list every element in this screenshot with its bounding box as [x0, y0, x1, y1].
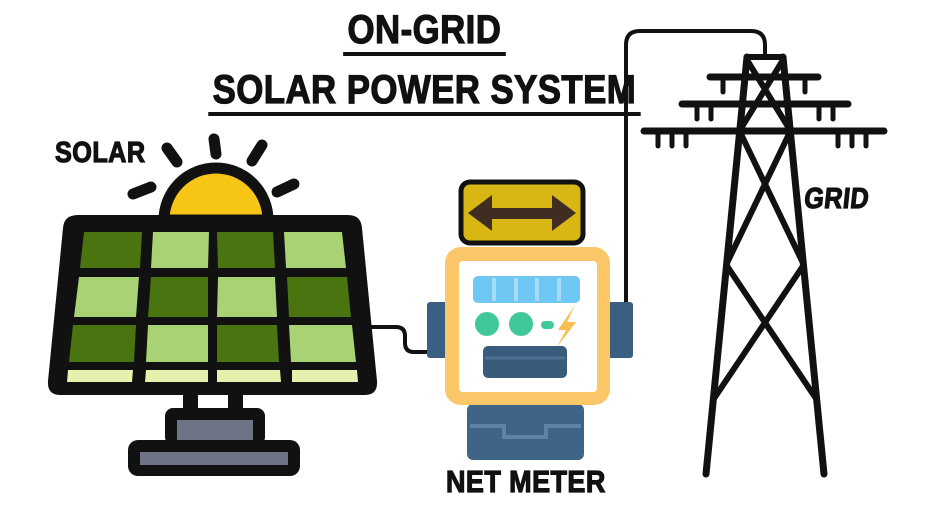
panel-cell	[284, 232, 346, 268]
bidirectional-arrow-sign	[458, 179, 586, 246]
diagram-title: ON-GRID SOLAR POWER SYSTEM	[0, 0, 848, 116]
meter-base-block	[467, 404, 584, 460]
sun-icon	[127, 133, 300, 226]
panel-cell	[289, 325, 356, 362]
meter-indicator-dot	[475, 312, 499, 336]
stand-base-fill	[140, 452, 288, 465]
title-line-2: SOLAR POWER SYSTEM	[207, 69, 641, 116]
panel-cell	[74, 277, 139, 317]
meter-display-bar	[473, 276, 580, 303]
meter-dash	[541, 321, 554, 329]
title-line-1: ON-GRID	[342, 9, 506, 56]
bidirectional-arrow-icon	[468, 195, 576, 231]
wire-solar-to-meter	[366, 325, 437, 354]
meter-display-dividers	[492, 278, 561, 301]
panel-cell	[148, 277, 208, 317]
meter-readout-panel	[483, 346, 567, 378]
solar-panel-icon	[47, 215, 378, 395]
meter-base-notch	[470, 424, 581, 439]
wire-meter-to-grid	[624, 29, 767, 315]
panel-cell	[80, 232, 142, 268]
panel-cell	[217, 277, 277, 317]
transmission-tower-icon	[640, 53, 888, 478]
panel-cell	[151, 232, 209, 268]
sun-rays	[127, 133, 300, 200]
tower-braces	[710, 57, 820, 403]
panel-stand	[128, 393, 300, 476]
panel-cell	[217, 370, 281, 382]
meter-indicator-dot	[509, 312, 533, 336]
insulator-ticks	[655, 77, 869, 149]
meter-tab-right	[607, 302, 633, 358]
tower-crossarms	[640, 73, 888, 135]
panel-cell	[145, 370, 208, 382]
stand-platform-fill	[177, 420, 253, 442]
panel-cell	[217, 232, 275, 268]
lightning-bolt-icon	[557, 305, 576, 347]
panel-cell	[217, 325, 279, 362]
net-meter-label: NET METER	[445, 463, 606, 499]
solar-label: SOLAR	[54, 136, 146, 169]
panel-cell	[67, 370, 133, 382]
panel-cell	[287, 277, 351, 317]
panel-cell	[69, 325, 136, 362]
sun-disc	[158, 162, 274, 226]
panel-cell	[146, 325, 208, 362]
net-meter-icon	[427, 247, 633, 460]
panel-cell	[292, 370, 358, 382]
grid-label: GRID	[802, 182, 871, 215]
